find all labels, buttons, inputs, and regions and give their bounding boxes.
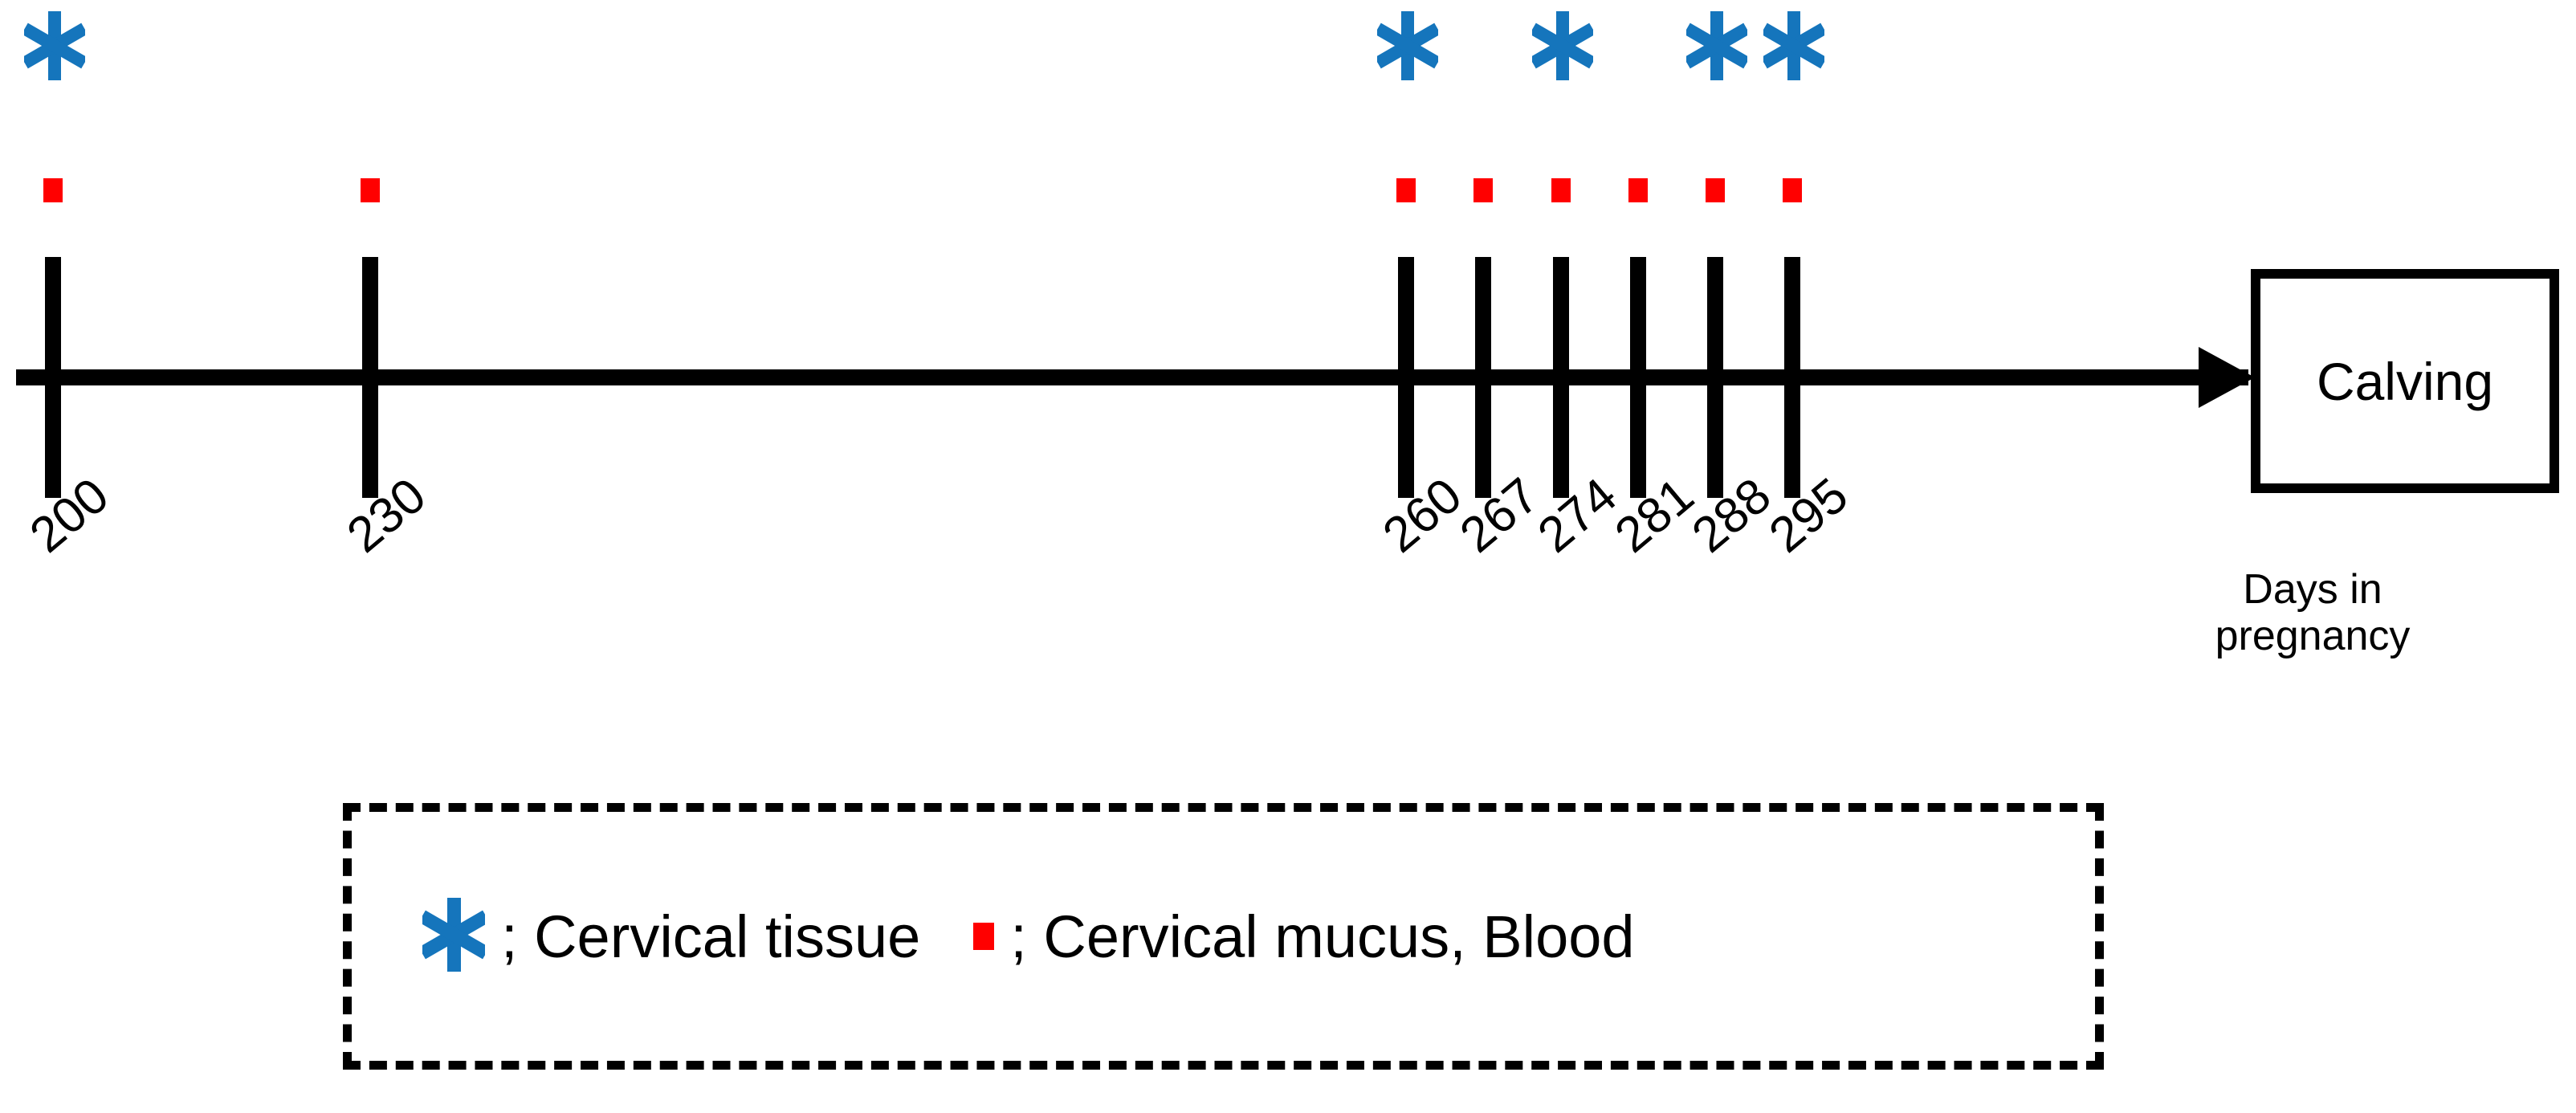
cervical-mucus-marker-230 <box>361 178 380 202</box>
axis-tick-label-200: 200 <box>19 467 120 564</box>
cervical-tissue-marker-295 <box>1763 11 1824 80</box>
legend-label-cervical-mucus-blood: ; Cervical mucus, Blood <box>1010 903 1635 970</box>
tick-mark-295 <box>1784 257 1800 498</box>
cervical-mucus-marker-260 <box>1396 178 1416 202</box>
cervical-tissue-marker-260 <box>1377 11 1438 80</box>
axis-caption-line-2: pregnancy <box>2215 613 2411 660</box>
legend-box: ; Cervical tissue ; Cervical mucus, Bloo… <box>343 803 2104 1070</box>
tick-mark-281 <box>1630 257 1646 498</box>
legend-entry-cervical-tissue: ; Cervical tissue <box>418 897 921 976</box>
tick-mark-274 <box>1553 257 1569 498</box>
legend-entry-cervical-mucus-blood: ; Cervical mucus, Blood <box>973 903 1635 971</box>
cervical-mucus-marker-267 <box>1473 178 1493 202</box>
cervical-tissue-marker-288 <box>1686 11 1747 80</box>
tick-mark-230 <box>362 257 378 498</box>
cervical-mucus-marker-200 <box>43 178 63 202</box>
axis-tick-label-295: 295 <box>1759 467 1859 564</box>
axis-tick-label-230: 230 <box>336 467 437 564</box>
square-icon <box>973 923 995 950</box>
calving-endpoint-box: Calving <box>2251 269 2559 493</box>
calving-label: Calving <box>2316 351 2494 411</box>
tick-mark-260 <box>1398 257 1414 498</box>
cervical-tissue-marker-200 <box>24 11 85 80</box>
tick-mark-200 <box>45 257 61 498</box>
timeline-axis-line <box>16 369 2248 385</box>
axis-caption: Days in pregnancy <box>2192 566 2433 659</box>
timeline-arrow-head <box>2199 347 2255 408</box>
cervical-mucus-marker-288 <box>1706 178 1725 202</box>
axis-caption-line-1: Days in <box>2243 566 2382 613</box>
cervical-tissue-marker-274 <box>1532 11 1593 80</box>
cervical-mucus-marker-281 <box>1628 178 1648 202</box>
asterisk-icon <box>418 897 490 976</box>
cervical-mucus-marker-295 <box>1783 178 1802 202</box>
tick-mark-288 <box>1707 257 1723 498</box>
cervical-mucus-marker-274 <box>1551 178 1571 202</box>
legend-label-cervical-tissue: ; Cervical tissue <box>501 903 921 970</box>
tick-mark-267 <box>1475 257 1491 498</box>
